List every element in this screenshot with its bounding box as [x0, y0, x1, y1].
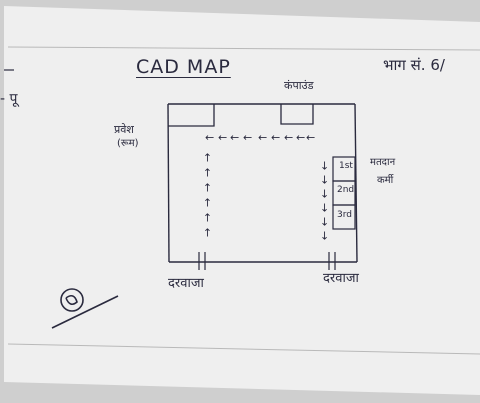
booth-label-3: 3rd [337, 210, 352, 220]
polling-staff-sublabel: कर्मी [377, 175, 394, 186]
flow-arrow: ← [218, 131, 228, 144]
entry-room-sublabel: (रूम) [117, 138, 139, 149]
flow-arrow: ← [201, 167, 215, 178]
flow-arrow: ← [271, 131, 281, 144]
flow-arrow: ← [318, 174, 332, 185]
booth-label-1: 1st [339, 161, 353, 171]
flow-arrow: ← [318, 188, 332, 199]
margin-mark: - पू [0, 91, 18, 107]
flow-arrow: ← [318, 216, 332, 227]
top-compound-box [280, 104, 314, 125]
polling-staff-label: मतदान [370, 157, 396, 168]
flow-arrow: ← [318, 202, 332, 213]
map-title: CAD MAP [136, 56, 231, 78]
flow-arrow: ← [201, 212, 215, 223]
flow-arrow: ← [230, 131, 240, 144]
flow-arrow: ← [201, 152, 215, 163]
signature [51, 288, 119, 329]
paper [4, 6, 480, 395]
flow-arrow: ← [318, 230, 332, 241]
flow-arrow: ← [318, 160, 332, 171]
flow-arrow: ← [296, 131, 306, 144]
flow-arrow: ← [201, 227, 215, 238]
paper-rule-line [7, 343, 480, 355]
top-compound-label: कंपाउंड [284, 79, 314, 92]
flow-arrow: ← [243, 131, 253, 144]
room-right-wall [354, 103, 358, 263]
entry-room-label: प्रवेश [114, 123, 134, 136]
entry-room-box [168, 104, 215, 127]
flow-arrow: ← [284, 131, 294, 144]
booth-box-3 [332, 204, 356, 230]
paper-rule-line [7, 46, 480, 51]
flow-arrow: ← [306, 131, 316, 144]
flow-arrow: ← [205, 131, 215, 144]
room-left-wall [167, 103, 170, 263]
door-right-label: दरवाजा [323, 271, 359, 286]
flow-arrow: ← [201, 182, 215, 193]
flow-arrow: ← [201, 197, 215, 208]
door-left-label: दरवाजा [168, 276, 204, 291]
page-number: भाग सं. 6/ [383, 56, 445, 74]
flow-arrow: ← [258, 131, 268, 144]
booth-label-2: 2nd [337, 185, 355, 195]
